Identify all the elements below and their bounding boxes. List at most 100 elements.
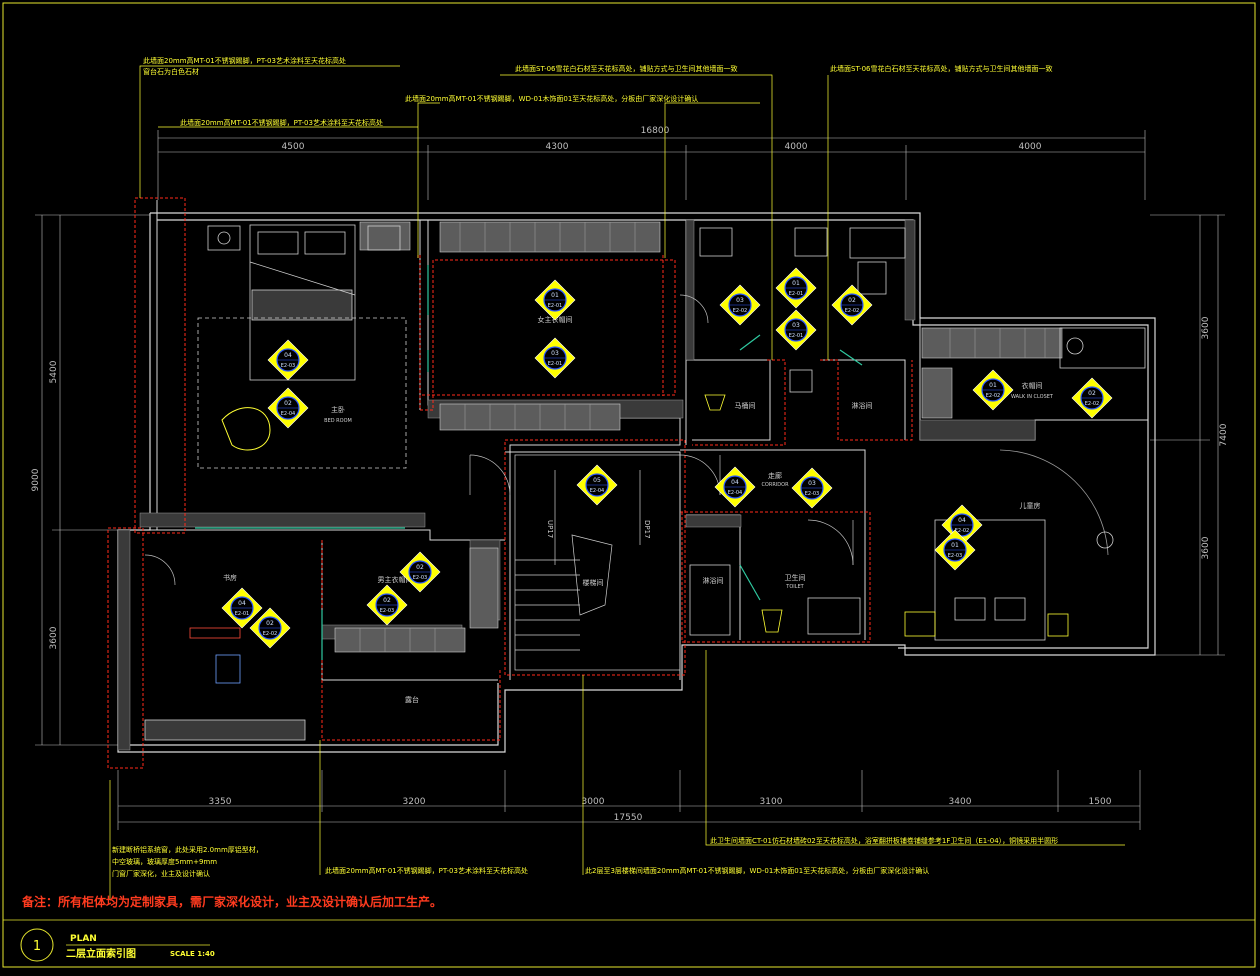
elevation-tag-ref: E2-02 bbox=[845, 308, 860, 314]
wardrobe-cabinets bbox=[334, 221, 1063, 653]
top-dim-2: 4300 bbox=[546, 142, 569, 152]
bathroom-fixtures bbox=[689, 227, 906, 636]
guest-bed bbox=[904, 449, 1114, 641]
right-dimension-chain bbox=[1150, 214, 1225, 656]
room-closet: 衣帽间 bbox=[1022, 381, 1043, 390]
wardrobe-dividers bbox=[359, 222, 1046, 652]
left-dimension-chain bbox=[35, 214, 150, 746]
elevation-tag-ref: E2-02 bbox=[955, 528, 970, 534]
room-closet-en: WALK IN CLOSET bbox=[1011, 394, 1054, 400]
elevation-tag-ref: E2-01 bbox=[789, 333, 804, 339]
elevation-tag-ref: E2-04 bbox=[590, 488, 605, 494]
elevation-tag-ref: E2-03 bbox=[948, 553, 963, 559]
bottom-dim-1: 3350 bbox=[209, 797, 232, 807]
bottom-total-dim: 17550 bbox=[614, 813, 643, 823]
bottom-dim-3: 3000 bbox=[582, 797, 605, 807]
drawing-scale: SCALE 1:40 bbox=[170, 950, 215, 958]
right-dim-2: 3600 bbox=[1201, 536, 1211, 559]
right-dim-1: 3600 bbox=[1201, 316, 1211, 339]
note-top-left-3: 此墙面20mm高MT-01不锈钢踢脚，PT-03艺术涂料至天花标高处 bbox=[180, 118, 383, 127]
elevation-tag-ref: E2-01 bbox=[548, 303, 563, 309]
room-bathroom-en: TOILET bbox=[785, 584, 804, 590]
stair-up-label: UP17 bbox=[546, 520, 554, 538]
remark-text: 备注：所有柜体均为定制家具，需厂家深化设计，业主及设计确认后加工生产。 bbox=[21, 894, 442, 909]
left-dim-1: 5400 bbox=[49, 360, 59, 383]
elevation-tag-number: 02 bbox=[266, 620, 274, 627]
elevation-tag-number: 02 bbox=[383, 597, 391, 604]
elevation-tag-number: 03 bbox=[808, 480, 816, 487]
elevation-tag-ref: E2-01 bbox=[235, 611, 250, 617]
note-top-right-2: 此墙面ST-06雪花白石材至天花标高处，铺贴方式与卫生间其他墙面一致 bbox=[830, 64, 1053, 73]
stair-down-label: DP17 bbox=[643, 520, 651, 539]
elevation-tag-ref: E2-04 bbox=[281, 411, 296, 417]
top-total-dim: 16800 bbox=[641, 126, 670, 136]
note-bottom-right-1: 此卫生间墙面CT-01仿石材墙砖02至天花标高处，浴室翻拼板铺卷铺缝参考1F卫生… bbox=[710, 836, 1058, 845]
elevation-tag-number: 01 bbox=[989, 382, 997, 389]
room-toilet-1: 马桶间 bbox=[735, 401, 756, 410]
elevation-tag-number: 04 bbox=[284, 352, 292, 359]
elevation-tag-ref: E2-03 bbox=[413, 575, 428, 581]
elevation-tag-number: 01 bbox=[792, 280, 800, 287]
elevation-tag-number: 02 bbox=[1088, 390, 1096, 397]
note-bottom-left-2: 中空玻璃，玻璃厚度5mm+9mm bbox=[112, 857, 217, 866]
elevation-tag-ref: E2-02 bbox=[263, 631, 278, 637]
title-block: 1 PLAN 二层立面索引图 SCALE 1:40 bbox=[20, 928, 215, 962]
right-total-dim: 7400 bbox=[1219, 423, 1229, 446]
room-study: 书房 bbox=[223, 573, 237, 582]
bottom-dim-5: 3400 bbox=[949, 797, 972, 807]
bed-master bbox=[197, 224, 407, 469]
elevation-tag-number: 04 bbox=[238, 600, 246, 607]
note-top-mid-1: 此墙面20mm高MT-01不锈钢踢脚，WD-01木饰面01至天花标高处，分板由厂… bbox=[405, 94, 698, 103]
elevation-tag-number: 02 bbox=[284, 400, 292, 407]
drawing-number-circle bbox=[20, 928, 54, 962]
nightstands bbox=[207, 225, 401, 251]
elevation-tags: 01E2-0103E2-0103E2-0201E2-0103E2-0102E2-… bbox=[221, 267, 1113, 649]
left-total-dim: 9000 bbox=[31, 468, 41, 491]
elevation-tag-number: 04 bbox=[958, 517, 966, 524]
note-bottom-left-3: 门窗厂家深化，业主及设计确认 bbox=[112, 869, 210, 878]
room-corridor: 走廊 bbox=[768, 471, 782, 480]
room-corridor-en: CORRIDOR bbox=[761, 482, 789, 488]
elevation-tag-number: 01 bbox=[951, 542, 959, 549]
note-top-right-1: 此墙面ST-06雪花白石材至天花标高处，铺贴方式与卫生间其他墙面一致 bbox=[515, 64, 738, 73]
elevation-tag-number: 03 bbox=[792, 322, 800, 329]
plan-label: PLAN bbox=[70, 934, 97, 944]
elevation-tag-ref: E2-02 bbox=[733, 308, 748, 314]
drawing-title: 二层立面索引图 bbox=[66, 947, 136, 960]
elevation-tag-number: 04 bbox=[731, 479, 739, 486]
top-dim-1: 4500 bbox=[282, 142, 305, 152]
elevation-tag-number: 02 bbox=[416, 564, 424, 571]
leader-lines bbox=[109, 65, 1125, 900]
study-desk bbox=[144, 627, 306, 741]
top-dimension-chain bbox=[157, 130, 1146, 200]
elevation-tag-ref: E2-01 bbox=[548, 361, 563, 367]
stair bbox=[514, 454, 681, 671]
bottom-dim-6: 1500 bbox=[1089, 797, 1112, 807]
elevation-tag-ref: E2-02 bbox=[1085, 401, 1100, 407]
room-stair: 楼梯间 bbox=[583, 578, 604, 587]
closet-fixture bbox=[1059, 327, 1146, 369]
room-master-bedroom-en: BED ROOM bbox=[324, 418, 352, 424]
note-bottom-left-1: 新建断桥铝系统窗，此处采用2.0mm厚铝型材， bbox=[112, 845, 263, 854]
elevation-tag-ref: E2-03 bbox=[805, 491, 820, 497]
elevation-tag-ref: E2-01 bbox=[789, 291, 804, 297]
room-guest: 儿童房 bbox=[1020, 501, 1041, 510]
elevation-tag-ref: E2-03 bbox=[380, 608, 395, 614]
elevation-tag-number: 02 bbox=[848, 297, 856, 304]
note-top-left-1: 此墙面20mm高MT-01不锈钢踢脚，PT-03艺术涂料至天花标高处 bbox=[143, 56, 346, 65]
